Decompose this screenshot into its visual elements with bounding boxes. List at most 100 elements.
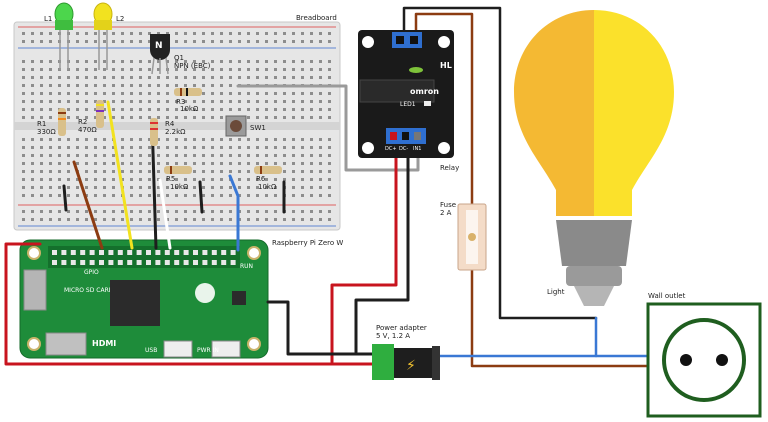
wire-yellow-gpio (106, 100, 134, 250)
breadboard-hole (85, 108, 88, 111)
breadboard-hole (202, 92, 205, 95)
breadboard-hole (157, 154, 160, 157)
breadboard-hole (157, 170, 160, 173)
breadboard-hole (22, 116, 25, 119)
breadboard-hole (157, 32, 160, 35)
breadboard-hole (121, 60, 124, 63)
mount-hole (27, 337, 41, 351)
gpio-pin (193, 260, 198, 265)
bulb-tip (574, 286, 614, 306)
breadboard-hole (103, 146, 106, 149)
breadboard-hole (130, 100, 133, 103)
breadboard-hole (211, 108, 214, 111)
resistor-r2-icon (96, 100, 104, 128)
breadboard-hole (328, 92, 331, 95)
relay-title: Relay (440, 164, 459, 172)
breadboard-hole (121, 116, 124, 119)
breadboard-hole (175, 32, 178, 35)
breadboard-hole (238, 170, 241, 173)
terminal-screw (414, 132, 421, 140)
gpio-pin (136, 260, 142, 265)
breadboard-hole (175, 210, 178, 213)
breadboard-hole (22, 32, 25, 35)
breadboard-hole (130, 60, 133, 63)
breadboard-hole (283, 146, 286, 149)
breadboard-hole (157, 210, 160, 213)
breadboard-hole (310, 218, 313, 221)
wire-black-short (62, 184, 68, 212)
breadboard-hole (328, 76, 331, 79)
breadboard-hole (265, 32, 268, 35)
breadboard-hole (220, 100, 223, 103)
breadboard-hole (220, 162, 223, 165)
breadboard-hole (247, 116, 250, 119)
breadboard-hole (148, 84, 151, 87)
breadboard-hole (238, 32, 241, 35)
breadboard-hole (202, 218, 205, 221)
breadboard-hole (292, 68, 295, 71)
breadboard-hole (238, 162, 241, 165)
breadboard-hole (166, 178, 169, 181)
breadboard-hole (67, 194, 70, 197)
breadboard-hole (22, 76, 25, 79)
r2-id: R2 (78, 118, 87, 126)
breadboard-hole (184, 162, 187, 165)
breadboard-hole (112, 178, 115, 181)
breadboard-hole (58, 92, 61, 95)
breadboard-hole (40, 92, 43, 95)
breadboard-hole (283, 162, 286, 165)
breadboard-hole (130, 162, 133, 165)
breadboard-hole (193, 154, 196, 157)
breadboard-hole (211, 116, 214, 119)
breadboard-hole (247, 60, 250, 63)
breadboard-hole (220, 178, 223, 181)
raspberry-logo-icon (195, 283, 215, 303)
usb-label: USB (145, 347, 157, 354)
outlet-title: Wall outlet (648, 292, 686, 300)
breadboard-hole (184, 76, 187, 79)
usb-port (163, 340, 193, 358)
breadboard-hole (76, 40, 79, 43)
breadboard-hole (229, 218, 232, 221)
gpio-pin (52, 260, 57, 265)
breadboard-hole (157, 116, 160, 119)
outlet-socket-icon (662, 318, 746, 402)
breadboard-hole (301, 146, 304, 149)
r6-id: R6 (256, 175, 266, 183)
breadboard-hole (310, 116, 313, 119)
breadboard-hole (76, 108, 79, 111)
breadboard-hole (76, 100, 79, 103)
breadboard-hole (256, 186, 259, 189)
breadboard-hole (121, 100, 124, 103)
breadboard-hole (166, 186, 169, 189)
mount-hole (362, 142, 374, 154)
breadboard-hole (283, 170, 286, 173)
breadboard-hole (211, 178, 214, 181)
bulb-cap (566, 266, 622, 286)
breadboard-hole (76, 186, 79, 189)
breadboard-hole (265, 146, 268, 149)
breadboard-hole (130, 76, 133, 79)
breadboard-hole (310, 76, 313, 79)
breadboard-hole (22, 60, 25, 63)
breadboard-hole (67, 186, 70, 189)
breadboard-hole (229, 60, 232, 63)
power-title: Power adapter (376, 324, 427, 332)
breadboard-hole (274, 116, 277, 119)
breadboard-hole (148, 32, 151, 35)
breadboard-hole (256, 194, 259, 197)
breadboard-hole (274, 154, 277, 157)
breadboard-hole (301, 32, 304, 35)
breadboard-hole (40, 170, 43, 173)
breadboard-hole (175, 178, 178, 181)
breadboard-hole (76, 162, 79, 165)
breadboard-hole (85, 92, 88, 95)
breadboard-hole (274, 100, 277, 103)
led-l1: L1 (44, 2, 74, 70)
breadboard-hole (175, 146, 178, 149)
breadboard-hole (220, 138, 223, 141)
r6-value: 10kΩ (258, 183, 277, 191)
breadboard-hole (76, 32, 79, 35)
breadboard-hole (247, 218, 250, 221)
gpio-pin (183, 260, 189, 265)
